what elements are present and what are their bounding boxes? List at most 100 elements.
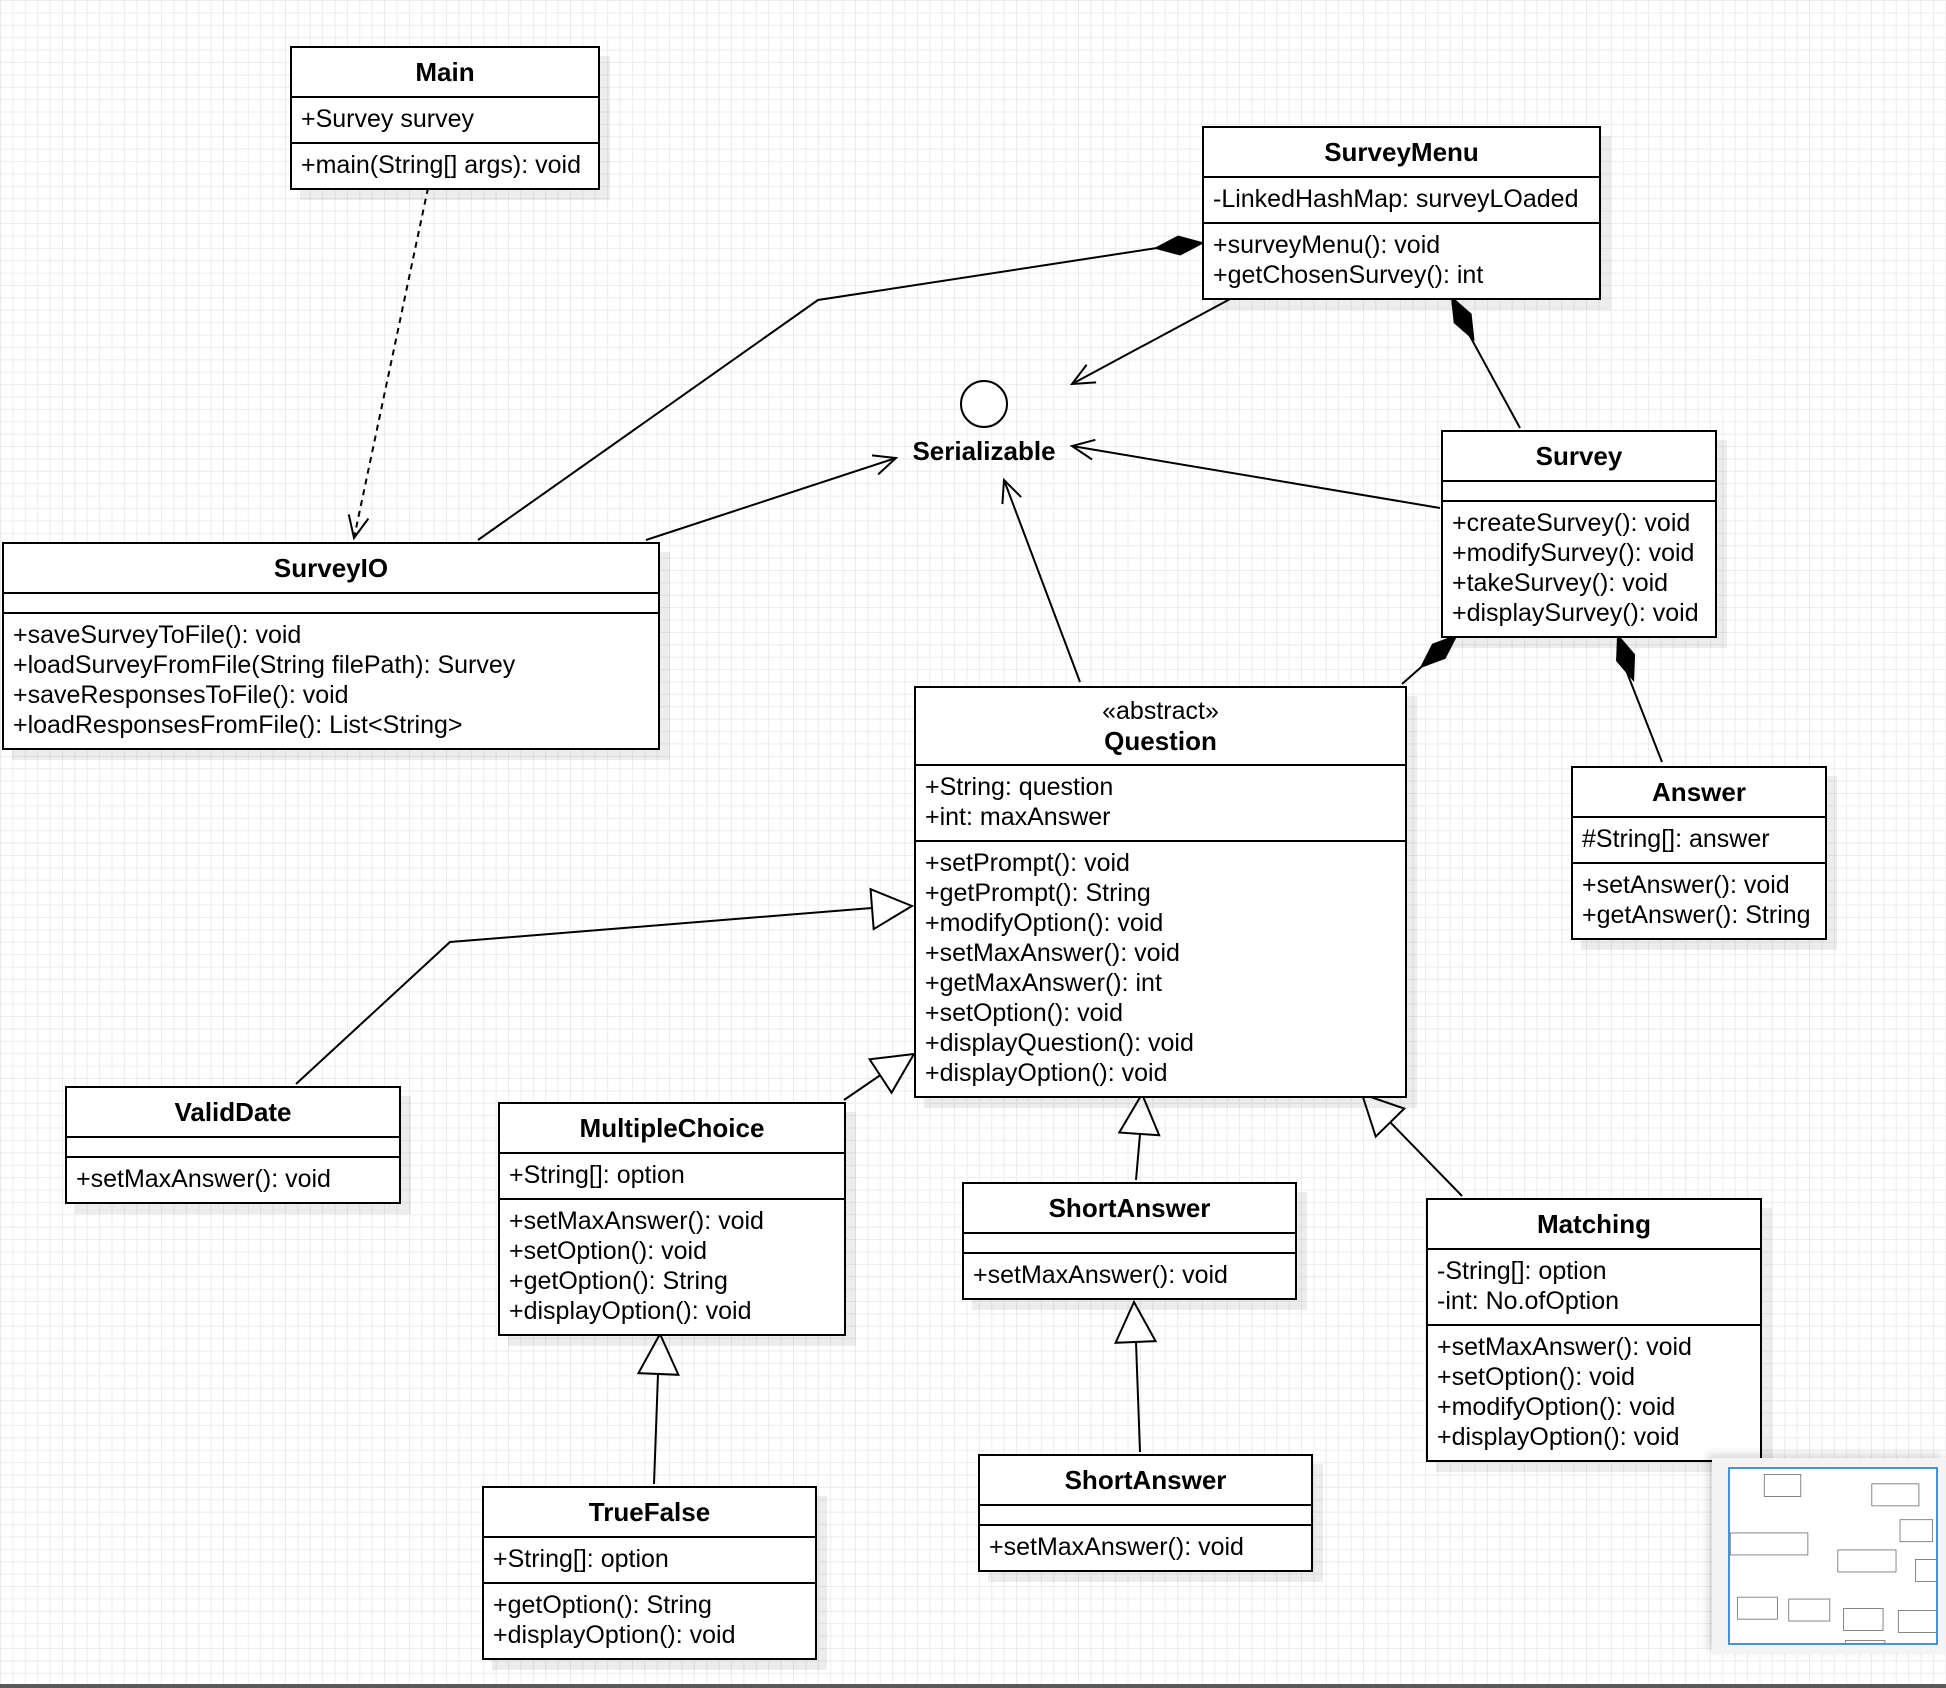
generalization-arrowhead [1117,1091,1161,1137]
operation[interactable]: +surveyMenu(): void [1213,231,1441,259]
class-question[interactable]: «abstract»Question +String: question+int:… [914,686,1407,1098]
class-shortanswer2[interactable]: ShortAnswer +setMaxAnswer(): void [978,1454,1313,1572]
realization-survey-serializable [1071,445,1441,509]
operation[interactable]: +displayQuestion(): void [925,1029,1194,1057]
operation[interactable]: +displayOption(): void [1437,1423,1680,1451]
attributes-section: +String[]: option [500,1154,844,1200]
operations-section: +setMaxAnswer(): void [980,1526,1311,1570]
class-header: SurveyMenu [1204,128,1599,178]
generalization-arrowhead [867,1052,916,1095]
class-header: «abstract»Question [916,688,1405,766]
operations-section: +getOption(): String+displayOption(): vo… [484,1584,815,1658]
operation[interactable]: +getOption(): String [493,1591,712,1619]
attributes-section [964,1234,1295,1254]
operation[interactable]: +setMaxAnswer(): void [989,1533,1244,1561]
class-header: Answer [1573,768,1825,818]
class-answer[interactable]: Answer #String[]: answer +setAnswer(): voi… [1571,766,1827,940]
attributes-section: #String[]: answer [1573,818,1825,864]
attribute[interactable]: +String: question [925,773,1114,801]
attribute[interactable]: +String[]: option [509,1161,685,1189]
minimap-preview [1729,1474,1946,1667]
operations-section: +main(String[] args): void [292,144,598,188]
attributes-section [4,594,658,614]
operation[interactable]: +displaySurvey(): void [1452,599,1699,627]
attribute[interactable]: #String[]: answer [1582,825,1770,853]
class-multiplechoice[interactable]: MultipleChoice +String[]: option +setMaxAn… [498,1102,846,1336]
outline-minimap[interactable] [1712,1458,1946,1667]
attribute[interactable]: +int: maxAnswer [925,803,1111,831]
class-header: Survey [1443,432,1715,482]
generalization-arrowhead [1114,1299,1158,1344]
realization-surveymenu-serializable [1071,297,1233,385]
operation[interactable]: +getMaxAnswer(): int [925,969,1162,997]
operation[interactable]: +getOption(): String [509,1267,728,1295]
minimap-class-survey [1899,1519,1933,1543]
operation[interactable]: +setOption(): void [509,1237,708,1265]
operation[interactable]: +setOption(): void [1437,1363,1636,1391]
operation[interactable]: +setMaxAnswer(): void [1437,1333,1692,1361]
operation[interactable]: +getChosenSurvey(): int [1213,261,1484,289]
attribute[interactable]: +Survey survey [301,105,474,133]
attribute[interactable]: -int: No.ofOption [1437,1287,1620,1315]
class-main[interactable]: Main +Survey survey +main(String[] args): … [290,46,600,190]
operation[interactable]: +saveSurveyToFile(): void [13,621,302,649]
composition-answer-survey [1625,669,1663,763]
operation[interactable]: +getAnswer(): String [1582,901,1811,929]
operation[interactable]: +displayOption(): void [509,1297,752,1325]
class-validdate[interactable]: ValidDate+setMaxAnswer(): void [65,1086,401,1204]
generalization-shortanswer-question [1135,1133,1141,1181]
attribute[interactable]: -LinkedHashMap: surveyLOaded [1213,185,1579,213]
operation[interactable]: +setMaxAnswer(): void [76,1165,331,1193]
minimap-class-surveymenu [1871,1483,1920,1507]
operations-section: +setMaxAnswer(): void [964,1254,1295,1298]
realization-arrowhead [871,454,899,476]
operations-section: +setMaxAnswer(): void+setOption(): void+… [1428,1326,1760,1460]
operation[interactable]: +setOption(): void [925,999,1124,1027]
operation[interactable]: +modifySurvey(): void [1452,539,1695,567]
class-shortanswer1[interactable]: ShortAnswer+setMaxAnswer(): void [962,1182,1297,1300]
operation[interactable]: +createSurvey(): void [1452,509,1691,537]
minimap-class-shortanswer2 [1845,1640,1886,1663]
operation[interactable]: +modifyOption(): void [925,909,1164,937]
operation[interactable]: +displayOption(): void [493,1621,736,1649]
operation[interactable]: +displayOption(): void [925,1059,1168,1087]
operation[interactable]: +setMaxAnswer(): void [973,1261,1228,1289]
operation[interactable]: +setPrompt(): void [925,849,1130,877]
class-truefalse[interactable]: TrueFalse+String[]: option+getOption(): … [482,1486,817,1660]
operations-section: +setPrompt(): void+getPrompt(): String+m… [916,842,1405,1096]
operation[interactable]: +setMaxAnswer(): void [925,939,1180,967]
operation[interactable]: +loadResponsesFromFile(): List<String> [13,711,463,739]
minimap-class-question [1837,1549,1897,1573]
composition-diamond [1419,634,1459,669]
minimap-viewport[interactable] [1728,1467,1946,1667]
class-name: ShortAnswer [1064,1465,1227,1495]
operation[interactable]: +saveResponsesToFile(): void [13,681,349,709]
operation[interactable]: +getPrompt(): String [925,879,1151,907]
class-survey[interactable]: Survey +createSurvey(): void+modifySurvey… [1441,430,1717,638]
class-surveyio[interactable]: SurveyIO +saveSurveyToFile(): void+loadSu… [2,542,660,750]
class-surveymenu[interactable]: SurveyMenu -LinkedHashMap: surveyLOaded +s… [1202,126,1601,300]
class-name: Question [1104,726,1217,756]
composition-diamond [1450,295,1475,342]
operation[interactable]: +modifyOption(): void [1437,1393,1676,1421]
operation[interactable]: +takeSurvey(): void [1452,569,1669,597]
class-name: MultipleChoice [579,1113,765,1143]
operation[interactable]: +setAnswer(): void [1582,871,1790,899]
realization-arrowhead [1069,438,1096,461]
class-matching[interactable]: Matching-String[]: option-int: No.ofOpti… [1426,1198,1762,1462]
generalization-arrowhead [1360,1092,1407,1139]
generalization-arrowhead [869,887,915,931]
operation[interactable]: +loadSurveyFromFile(String filePath): Su… [13,651,516,679]
attribute[interactable]: -String[]: option [1437,1257,1607,1285]
interface-label-serializable: Serializable [912,436,1056,466]
class-name: SurveyIO [273,553,389,583]
operation[interactable]: +setMaxAnswer(): void [509,1207,764,1235]
class-header: ShortAnswer [980,1456,1311,1506]
attribute[interactable]: +String[]: option [493,1545,669,1573]
operation[interactable]: +main(String[] args): void [301,151,581,179]
class-header: Main [292,48,598,98]
class-name: Survey [1535,441,1623,471]
generalization-validdate-question [295,907,873,1085]
